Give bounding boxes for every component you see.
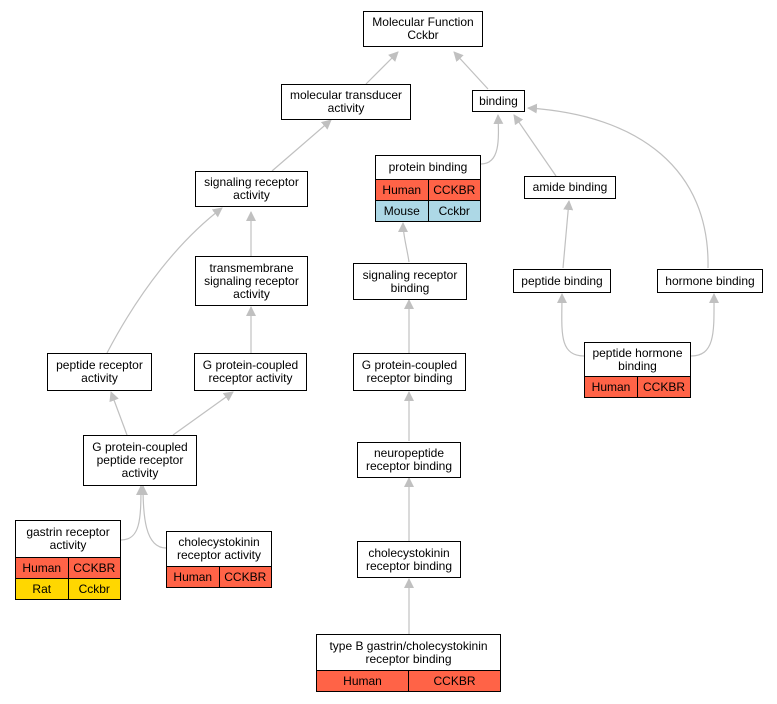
gene-cell: CCKBR [67, 558, 121, 578]
edge-pra-sra [106, 207, 223, 354]
edge-sra-mta [271, 119, 332, 172]
node-label: molecular transducer activity [289, 88, 403, 115]
node-label: type B gastrin/cholecystokinin receptor … [329, 638, 488, 666]
edge-mta-mf [365, 51, 399, 85]
gene-cell: CCKBR [427, 180, 481, 200]
node-label: peptide receptor activity [56, 358, 143, 385]
edge-binding-mf [453, 51, 489, 90]
edge-hb-binding [527, 103, 709, 269]
species-cell: Rat [32, 582, 52, 596]
node-label: transmembrane signaling receptor activit… [204, 260, 299, 301]
node-label: signaling receptor activity [204, 175, 299, 202]
node-label: peptide hormone binding [592, 345, 683, 373]
node-label: G protein-coupled peptide receptor activ… [92, 440, 188, 480]
gene-cell: CCKBR [637, 377, 690, 397]
edge-gpcpra-gpcra [172, 391, 234, 436]
annotation-row: Human CCKBR [585, 376, 690, 397]
species-cell: Mouse [383, 204, 420, 218]
species-cell: Human [591, 380, 631, 394]
node-gpcr-activity[interactable]: G protein-coupled receptor activity [194, 353, 307, 391]
gene-cell: Cckbr [67, 579, 121, 599]
edge-gpcpra-pra [109, 391, 128, 436]
node-type-b-gastrin-cck-receptor-binding[interactable]: type B gastrin/cholecystokinin receptor … [316, 634, 501, 692]
node-label: Molecular Function Cckbr [372, 15, 474, 42]
node-amide-binding[interactable]: amide binding [524, 176, 616, 199]
node-label: G protein-coupled receptor binding [361, 358, 458, 385]
node-label: cholecystokinin receptor binding [365, 545, 453, 573]
annotation-row: Human CCKBR [16, 557, 120, 578]
node-signaling-receptor-binding[interactable]: signaling receptor binding [353, 263, 467, 300]
annotation-row: Human CCKBR [317, 670, 500, 691]
node-label: hormone binding [665, 273, 755, 288]
annotation-row: Mouse Cckbr [376, 200, 480, 221]
species-cell: Human [22, 561, 62, 575]
node-transmembrane-signaling-receptor-activity[interactable]: transmembrane signaling receptor activit… [195, 256, 308, 306]
node-gpcr-binding[interactable]: G protein-coupled receptor binding [353, 353, 466, 391]
node-label: protein binding [388, 160, 468, 174]
species-cell: Human [343, 674, 382, 688]
species-cell: Human [382, 183, 422, 197]
node-peptide-receptor-activity[interactable]: peptide receptor activity [47, 353, 152, 391]
edge-pb-binding [480, 114, 504, 165]
node-label: gastrin receptor activity [26, 525, 110, 552]
node-binding[interactable]: binding [472, 90, 525, 112]
node-label: signaling receptor binding [362, 267, 458, 295]
species-cell: Human [173, 570, 213, 584]
edge-pepb-amide [562, 200, 574, 269]
edge-phb-hb [690, 293, 720, 357]
edge-srb-pb [398, 222, 410, 263]
edge-ccka-gpcpra [138, 485, 167, 549]
edge-gra-gpcpra [120, 485, 146, 541]
node-label: cholecystokinin receptor activity [176, 535, 262, 562]
edge-amide-binding [513, 114, 557, 177]
node-neuropeptide-receptor-binding[interactable]: neuropeptide receptor binding [357, 442, 461, 478]
node-molecular-transducer-activity[interactable]: molecular transducer activity [281, 84, 411, 120]
node-label: G protein-coupled receptor activity [202, 358, 299, 385]
node-label: peptide binding [521, 273, 603, 288]
node-signaling-receptor-activity[interactable]: signaling receptor activity [195, 171, 308, 207]
gene-cell: CCKBR [408, 671, 500, 691]
annotation-row: Human CCKBR [167, 566, 271, 587]
node-label: neuropeptide receptor binding [365, 446, 453, 473]
node-label: binding [479, 93, 518, 108]
node-molecular-function[interactable]: Molecular Function Cckbr [363, 11, 483, 47]
node-label: amide binding [532, 180, 608, 194]
gene-cell: Cckbr [427, 201, 481, 221]
gene-cell: CCKBR [218, 567, 272, 587]
edge-phb-pepb [556, 293, 585, 357]
node-gpc-peptide-receptor-activity[interactable]: G protein-coupled peptide receptor activ… [83, 435, 197, 486]
node-hormone-binding[interactable]: hormone binding [657, 269, 763, 293]
annotation-row: Human CCKBR [376, 179, 480, 200]
node-cholecystokinin-receptor-binding[interactable]: cholecystokinin receptor binding [357, 541, 461, 578]
annotation-row: Rat Cckbr [16, 578, 120, 599]
node-peptide-binding[interactable]: peptide binding [513, 269, 611, 293]
